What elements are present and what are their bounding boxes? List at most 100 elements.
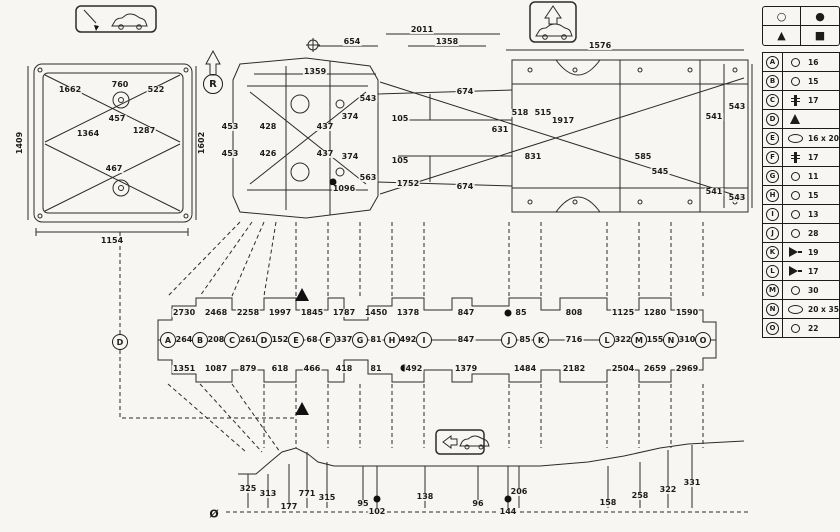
hole-symbol-icon [790, 94, 801, 107]
plan-dim-label: 518 [510, 108, 530, 117]
legend-row: I 13 [763, 205, 839, 224]
band-bottom-dim-label: 466 [302, 364, 322, 373]
legend-point-letter: K [766, 245, 779, 259]
band-gap-dim-label: 261 [238, 335, 258, 344]
legend-row: J 28 [763, 224, 839, 243]
legend-row: D [763, 110, 839, 129]
side-dim-label: 144 [498, 507, 518, 516]
band-gap-dim-label: 208 [206, 335, 226, 344]
hole-symbol-icon [791, 58, 800, 67]
hole-size-label: 17 [808, 95, 819, 105]
plan-dim-label: 563 [358, 173, 378, 182]
plan-dim-label: 515 [533, 108, 553, 117]
plan-dim-label: 1359 [302, 67, 328, 76]
front-direction-box [529, 1, 577, 43]
hole-symbol-icon [791, 191, 800, 200]
hole-symbol-icon [791, 172, 800, 181]
left-view-dim-label: 1154 [99, 236, 125, 245]
legend-row: F 17 [763, 148, 839, 167]
band-top-dim-label: 1845 [299, 308, 325, 317]
hole-size-label: 16 x 20 [808, 133, 839, 143]
band-bottom-dim-label: 418 [334, 364, 354, 373]
side-dim-label: 95 [356, 499, 370, 508]
band-bottom-dim-label: 1351 [171, 364, 197, 373]
datum-point: F [320, 332, 336, 348]
band-gap-dim-label: 81 [369, 335, 383, 344]
legend-point-letter: I [766, 207, 779, 221]
band-top-dim-label: 1125 [610, 308, 636, 317]
hole-size-label: 22 [808, 323, 819, 333]
plan-dim-label: 105 [390, 156, 410, 165]
hole-size-label: 13 [808, 209, 819, 219]
datum-point-callout: D [112, 334, 128, 350]
plan-dim-label: 674 [455, 182, 475, 191]
master-point-markers [94, 25, 512, 503]
hole-size-label: 30 [808, 285, 819, 295]
hole-symbol-icon [791, 286, 800, 295]
plan-dim-label: 543 [727, 193, 747, 202]
plan-dim-label: 831 [523, 152, 543, 161]
legend-row: N 20 x 35 [763, 300, 839, 319]
filled-circle-icon: ● [801, 7, 839, 26]
plan-dim-label: 631 [490, 125, 510, 134]
hole-legend-table: A 16 B 15 C 17 D E 16 x 20 F 17 [762, 52, 840, 338]
plan-dim-label: 374 [340, 112, 360, 121]
band-bottom-dim-label: 81 [369, 364, 383, 373]
legend-point-letter: M [766, 283, 779, 297]
legend-point-letter: F [766, 150, 779, 164]
band-bottom-dim-label: 492 [404, 364, 424, 373]
band-top-dim-label: 1787 [331, 308, 357, 317]
plan-dim-label: 674 [455, 87, 475, 96]
legend-point-letter: O [766, 321, 779, 335]
datum-point: C [224, 332, 240, 348]
filled-triangle-icon: ▲ [763, 26, 801, 45]
side-dim-label: 325 [238, 484, 258, 493]
plan-dim-label: 426 [258, 149, 278, 158]
band-gap-dim-label: 716 [564, 335, 584, 344]
band-bottom-dim-label: 2504 [610, 364, 636, 373]
legend-row: E 16 x 20 [763, 129, 839, 148]
band-gap-dim-label: 155 [645, 335, 665, 344]
r-direction-marker: R [203, 74, 223, 94]
band-top-dim-label: 2258 [235, 308, 261, 317]
band-gap-dim-label: 492 [398, 335, 418, 344]
legend-row: L 17 [763, 262, 839, 281]
band-top-dim-label: 808 [564, 308, 584, 317]
left-view-dim-label: 1409 [15, 130, 24, 156]
hole-size-label: 16 [808, 57, 819, 67]
legend-point-letter: C [766, 93, 779, 107]
hole-size-label: 19 [808, 247, 819, 257]
hole-size-label: 28 [808, 228, 819, 238]
side-dim-label: 315 [317, 493, 337, 502]
plan-dim-label: 1576 [587, 41, 613, 50]
side-dim-label: 258 [630, 491, 650, 500]
legend-row: O 22 [763, 319, 839, 337]
datum-point: M [631, 332, 647, 348]
band-gap-dim-label: 152 [270, 335, 290, 344]
left-view-dim-label: 760 [110, 80, 130, 89]
left-view-dim-label: 1287 [131, 126, 157, 135]
legend-key: ○ ● ▲ ■ [762, 6, 840, 46]
legend-point-letter: H [766, 188, 779, 202]
legend-point-letter: N [766, 302, 779, 316]
band-bottom-dim-label: 1379 [453, 364, 479, 373]
side-dim-label: 206 [509, 487, 529, 496]
legend-row: K 19 [763, 243, 839, 262]
band-bottom-dim-label: 879 [238, 364, 258, 373]
plan-dim-label: 428 [258, 122, 278, 131]
legend-point-letter: E [766, 131, 779, 145]
left-view-dim-label: 467 [104, 164, 124, 173]
legend-row: C 17 [763, 91, 839, 110]
left-view-dim-label: 1364 [75, 129, 101, 138]
hole-symbol-icon [790, 151, 801, 164]
hole-symbol-icon [791, 324, 800, 333]
band-gap-dim-label: 322 [613, 335, 633, 344]
side-dim-label: 96 [471, 499, 485, 508]
side-dim-label: 177 [279, 502, 299, 511]
side-dim-label: 322 [658, 485, 678, 494]
datum-point: B [192, 332, 208, 348]
hole-size-label: 17 [808, 152, 819, 162]
plan-dim-label: 541 [704, 187, 724, 196]
